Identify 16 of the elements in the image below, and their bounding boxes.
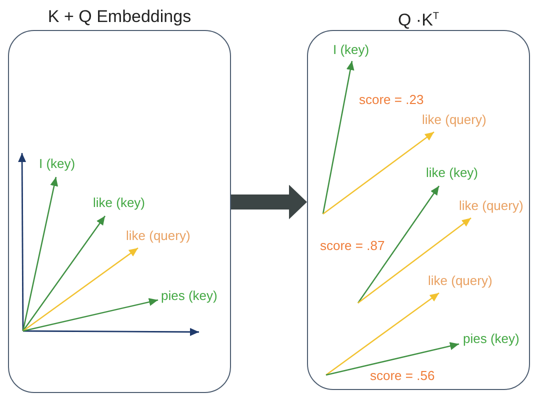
- vector-label: like (key): [426, 165, 478, 181]
- panel-title: Q ·K$^{T}$: [398, 10, 440, 32]
- vector-label: like (key): [93, 195, 146, 211]
- vector-label: I (key): [333, 42, 370, 58]
- block-arrow: [231, 184, 307, 220]
- score-label: score = .23: [359, 92, 424, 108]
- score-label: score = .56: [370, 368, 435, 384]
- panel-title: K + Q Embeddings: [48, 6, 192, 28]
- vector-label: pies (key): [463, 331, 520, 347]
- score-label: score = .87: [320, 238, 385, 254]
- vector-label: like (query): [459, 198, 524, 214]
- vector-label: like (query): [126, 228, 190, 244]
- vector-label: pies (key): [161, 288, 218, 304]
- vector-label: like (query): [422, 112, 486, 128]
- vector-label: I (key): [39, 156, 76, 172]
- vector-label: like (query): [428, 273, 492, 289]
